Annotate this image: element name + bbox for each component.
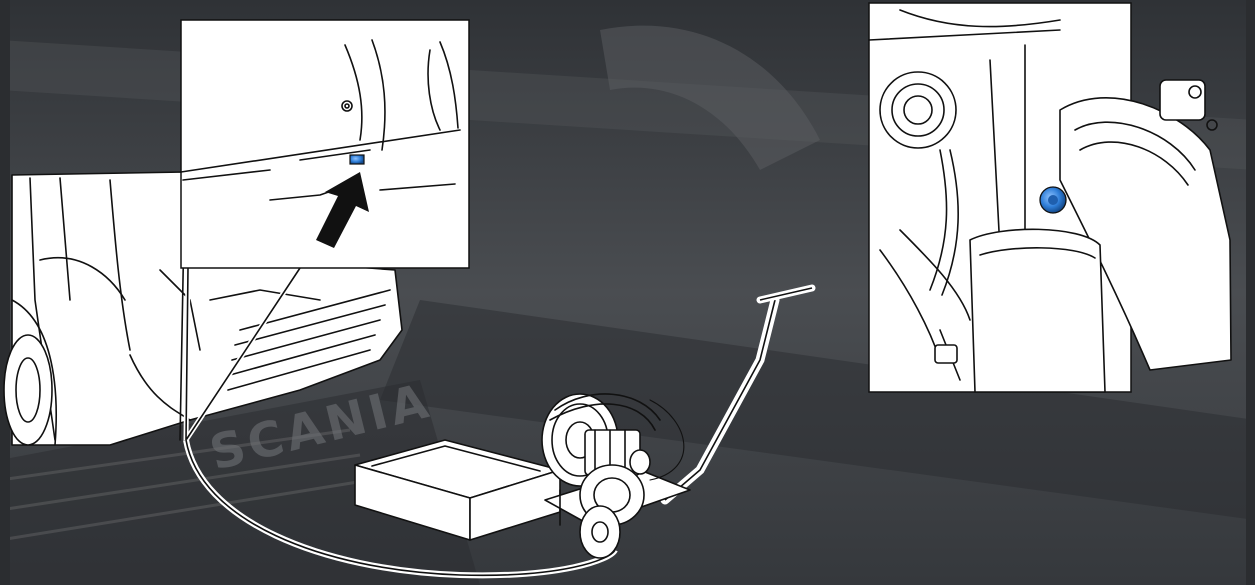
detail-panel-plug-location xyxy=(181,20,469,268)
drain-plug-icon xyxy=(350,155,364,164)
right-frame xyxy=(1246,0,1255,585)
trolley-wheel xyxy=(580,506,620,558)
left-frame xyxy=(0,0,10,585)
